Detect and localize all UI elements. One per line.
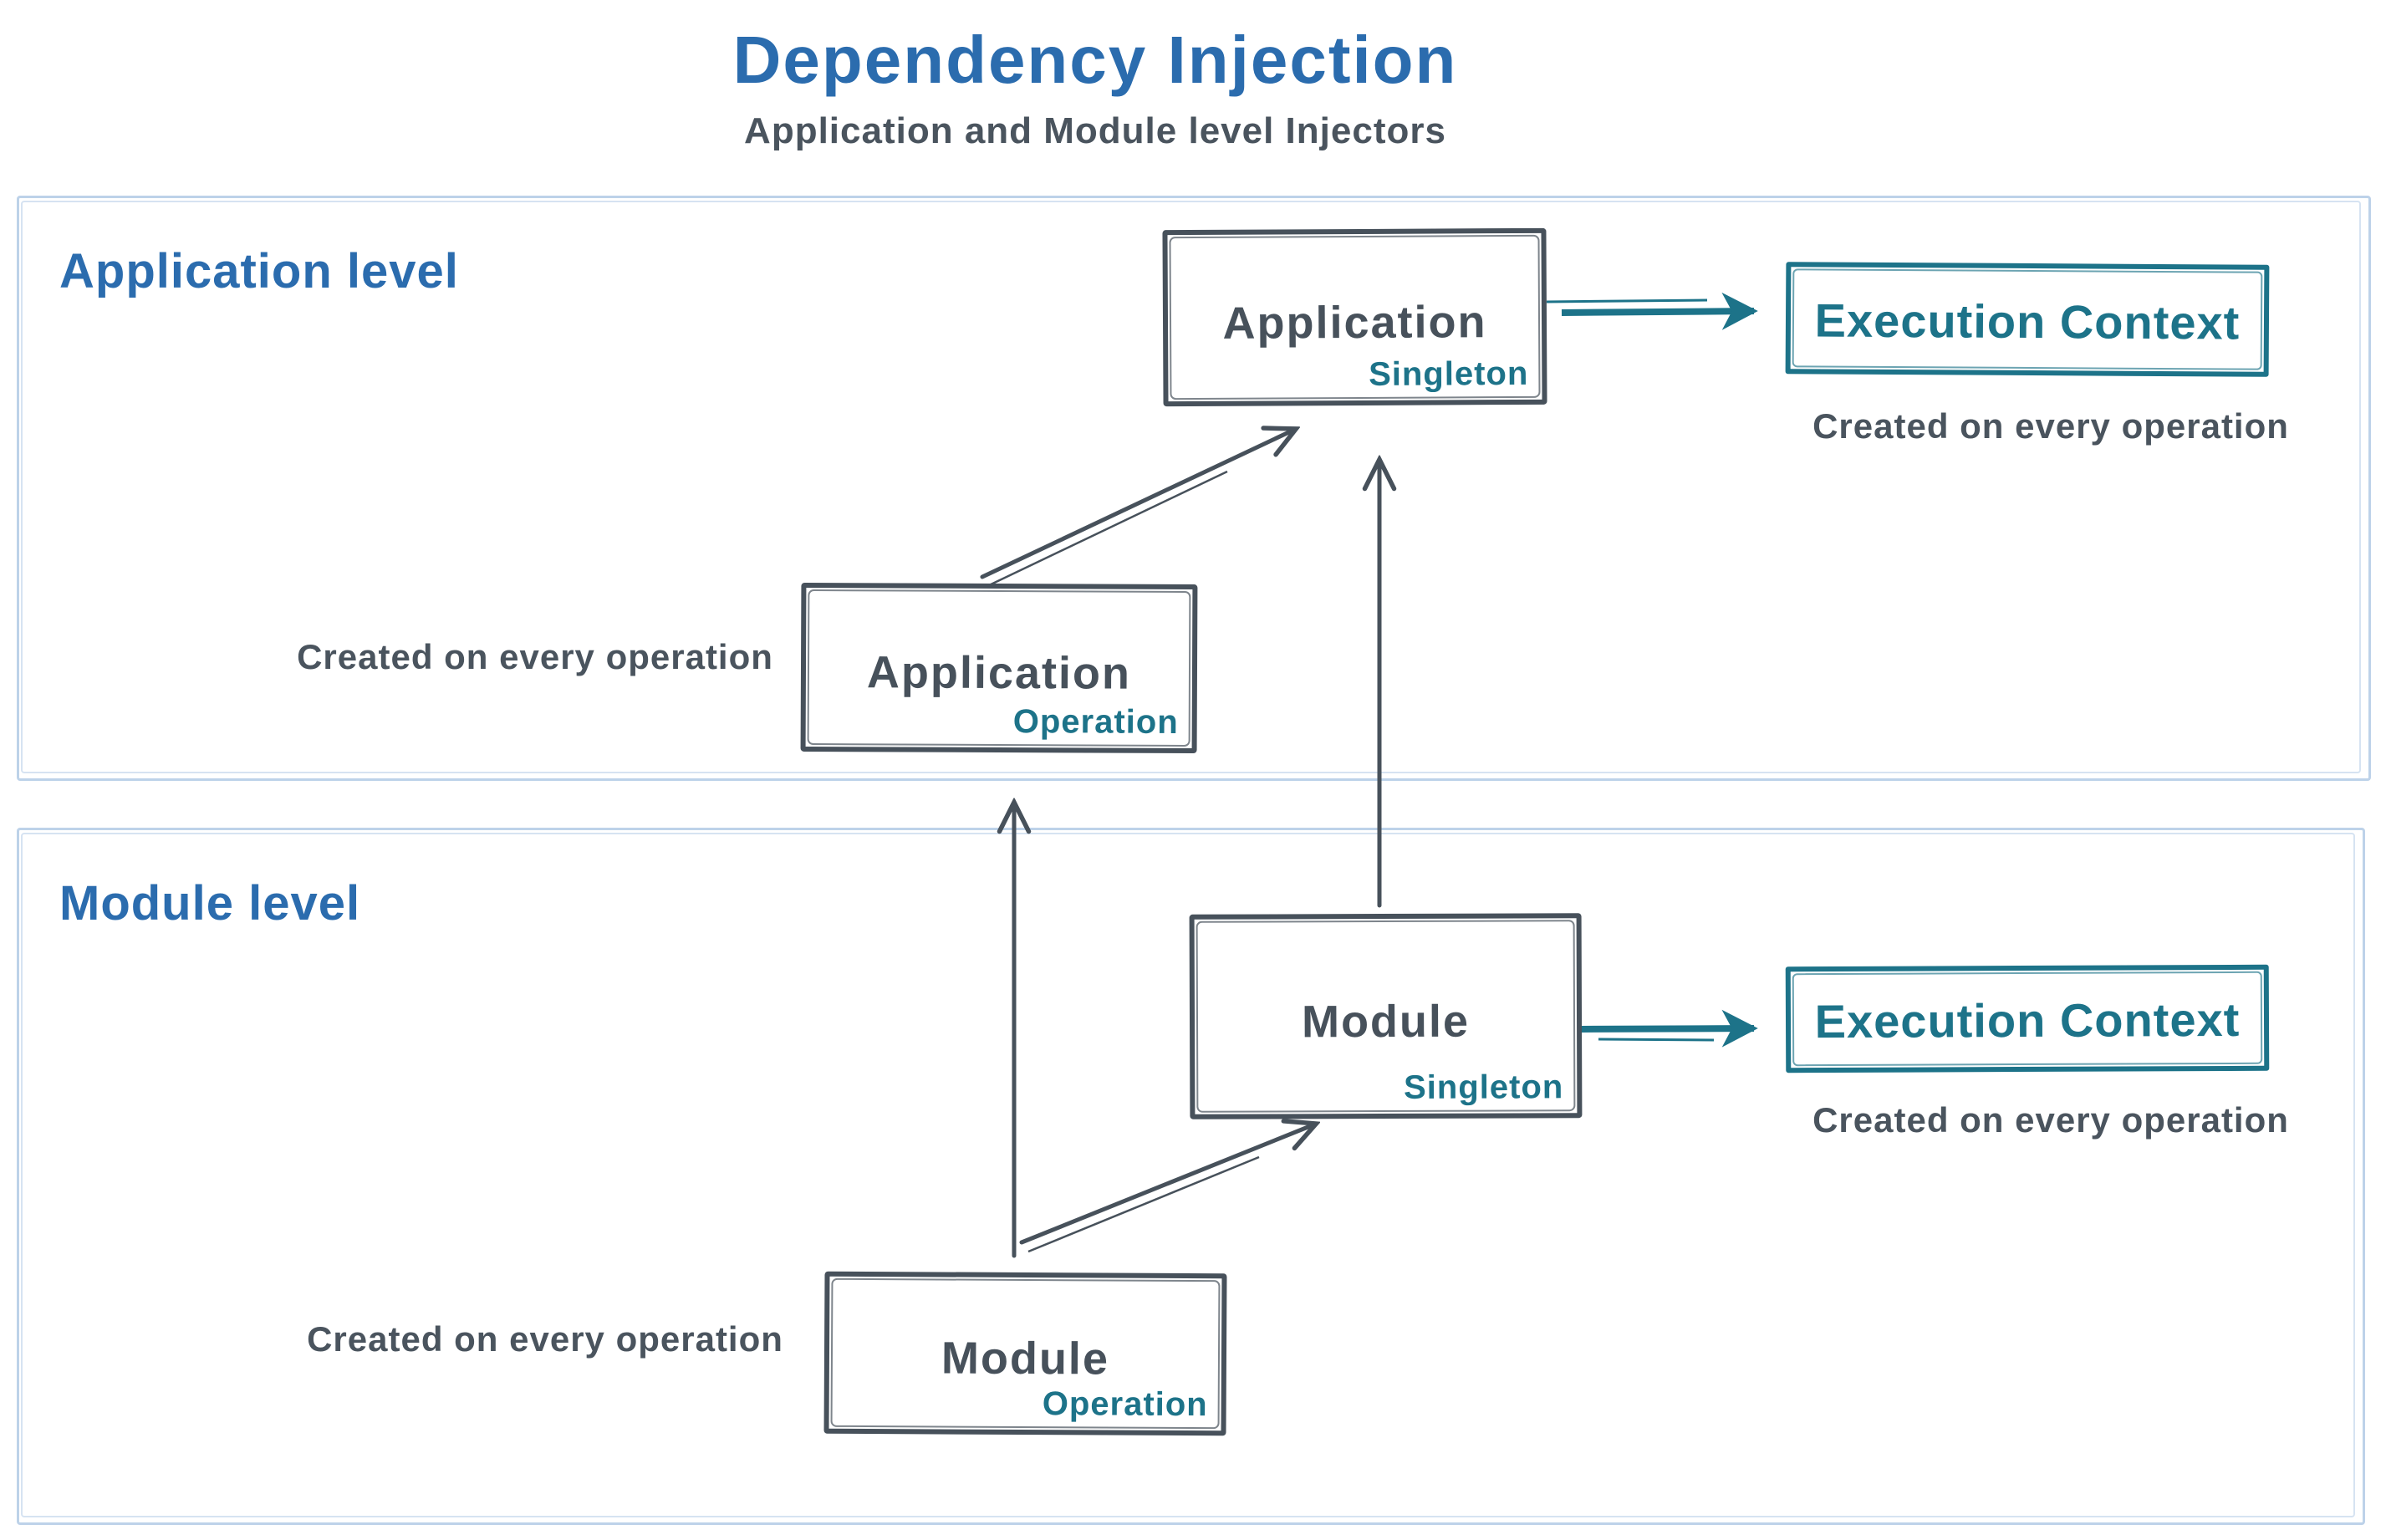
application-operation-node: Application Operation: [800, 582, 1198, 754]
module-singleton-title: Module: [1301, 996, 1471, 1047]
module-execution-context-label: Execution Context: [1814, 992, 2241, 1048]
module-operation-title: Module: [941, 1333, 1110, 1384]
application-operation-caption: Created on every operation: [297, 637, 773, 676]
module-operation-scope-badge: Operation: [1042, 1385, 1208, 1424]
diagram-subtitle: Application and Module level Injectors: [744, 110, 1446, 151]
module-level-label: Module level: [59, 876, 361, 931]
application-execution-context-node: Execution Context: [1785, 262, 2270, 377]
application-singleton-title: Application: [1222, 296, 1487, 349]
application-execution-context-label: Execution Context: [1814, 293, 2241, 349]
application-singleton-scope-badge: Singleton: [1369, 354, 1529, 393]
module-execution-context-node: Execution Context: [1785, 964, 2270, 1073]
application-operation-scope-badge: Operation: [1012, 703, 1179, 741]
module-level-container: Module level: [17, 828, 2365, 1525]
module-singleton-scope-badge: Singleton: [1404, 1068, 1564, 1106]
module-singleton-node: Module Singleton: [1189, 913, 1583, 1119]
module-execution-context-caption: Created on every operation: [1812, 1100, 2289, 1140]
module-operation-node: Module Operation: [823, 1271, 1227, 1436]
application-operation-title: Application: [866, 647, 1132, 699]
application-level-label: Application level: [59, 244, 459, 298]
application-execution-context-caption: Created on every operation: [1812, 406, 2289, 446]
module-operation-caption: Created on every operation: [307, 1319, 783, 1359]
application-level-container: Application level: [17, 196, 2371, 781]
diagram-title: Dependency Injection: [732, 23, 1458, 97]
application-singleton-node: Application Singleton: [1162, 227, 1547, 407]
